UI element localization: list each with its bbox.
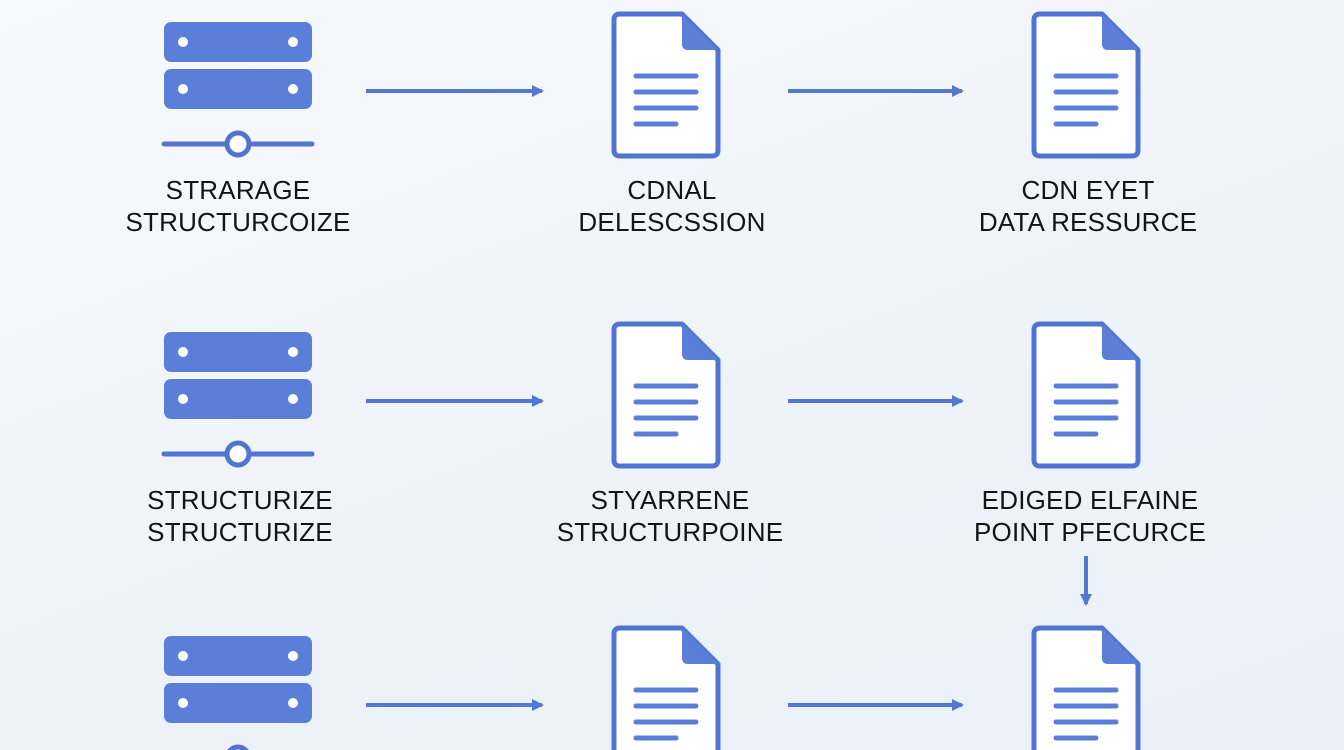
node-label-r2-c3: EDIGED ELFAINE POINT PFECURCE [930, 484, 1250, 548]
server-stack-icon [161, 332, 315, 468]
document-fold [682, 324, 718, 360]
server-slab [164, 22, 312, 62]
server-led [178, 651, 188, 661]
server-led [288, 37, 298, 47]
node-label-line: CDNAL [627, 175, 717, 205]
document-fold [1102, 14, 1138, 50]
document-fold [682, 628, 718, 664]
document-fold [682, 14, 718, 50]
node-label-line: STYARRENE [590, 485, 750, 515]
server-base-node [224, 440, 252, 468]
server-slab [164, 379, 312, 419]
server-slab [164, 332, 312, 372]
server-stack-icon [161, 22, 315, 158]
node-label-r2-c2: STYARRENE STRUCTURPOINE [510, 484, 830, 548]
node-label-r1-c2: CDNAL DELESCSSION [512, 174, 832, 238]
server-led [288, 394, 298, 404]
server-base-node [227, 744, 249, 750]
node-label-line: STRUCTURCOIZE [125, 207, 351, 237]
node-label-line: POINT PFECURCE [973, 517, 1206, 547]
node-label-line: STRUCTURIZE [147, 517, 333, 547]
node-label-line: EDIGED ELFAINE [981, 485, 1199, 515]
document-icon [1031, 11, 1141, 159]
document-icon [1031, 321, 1141, 469]
server-slab [164, 69, 312, 109]
document-fold [1102, 628, 1138, 664]
server-slab [164, 683, 312, 723]
document-icon [1031, 625, 1141, 750]
document-icon [611, 321, 721, 469]
node-label-line: CDN EYET [1021, 175, 1155, 205]
server-led [288, 84, 298, 94]
node-label-line: DATA RESSURCE [978, 207, 1198, 237]
document-fold [1102, 324, 1138, 360]
server-led [288, 698, 298, 708]
node-label-r1-c3: CDN EYET DATA RESSURCE [928, 174, 1248, 238]
document-icon [611, 11, 721, 159]
server-led [178, 394, 188, 404]
server-led [178, 84, 188, 94]
node-label-line: STRUCTURPOINE [556, 517, 784, 547]
node-label-line: STRARAGE [165, 175, 311, 205]
node-label-r2-c1: STRUCTURIZE STRUCTURIZE [80, 484, 400, 548]
server-base-node [224, 130, 252, 158]
server-led [288, 651, 298, 661]
server-slab [164, 636, 312, 676]
server-led [178, 37, 188, 47]
server-stack-icon [164, 636, 312, 750]
server-led [178, 347, 188, 357]
document-icon [611, 625, 721, 750]
server-led [178, 698, 188, 708]
node-label-line: DELESCSSION [578, 207, 766, 237]
server-led [288, 347, 298, 357]
node-label-line: STRUCTURIZE [147, 485, 333, 515]
node-label-r1-c1: STRARAGE STRUCTURCOIZE [78, 174, 398, 238]
